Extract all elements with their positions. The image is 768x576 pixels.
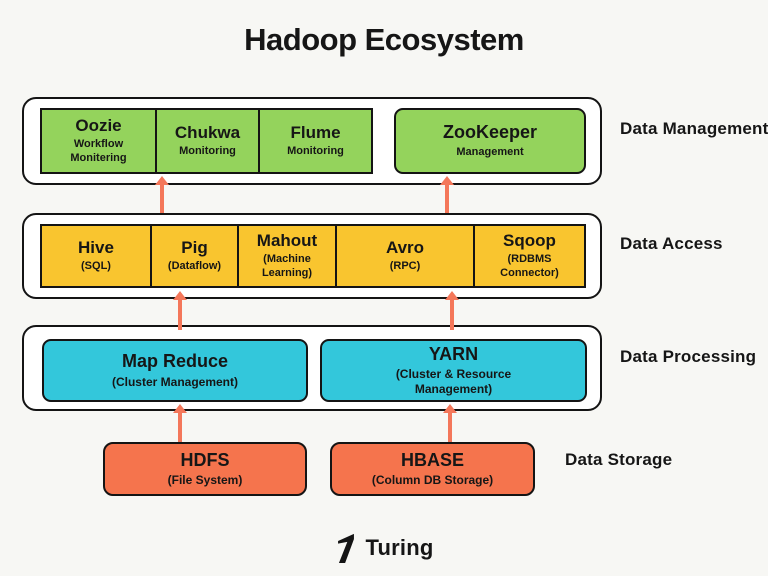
box-zookeeper-name: ZooKeeper [442,122,538,143]
box-sqoop-name: Sqoop [503,231,556,251]
arrow-processing-to-access-right-icon [445,291,459,330]
box-hbase: HBASE (Column DB Storage) [330,442,535,496]
layer-data-access: Hive (SQL) Pig (Dataflow) Mahout (Machin… [22,213,602,299]
arrow-hbase-to-yarn-icon [443,404,457,442]
arrow-processing-to-access-left-icon [173,291,187,330]
box-yarn-name: YARN [428,343,479,364]
arrow-hdfs-to-mapreduce-icon [173,404,187,442]
box-hive: Hive (SQL) [40,224,152,288]
box-mahout-name: Mahout [256,231,318,251]
box-oozie: Oozie Workflow Monitering [40,108,157,174]
box-hdfs-name: HDFS [180,449,230,470]
management-box-group: Oozie Workflow Monitering Chukwa Monitor… [40,108,373,174]
box-pig-sub: (Dataflow) [167,260,222,273]
layer-label-data-management: Data Management [620,119,768,138]
box-chukwa-sub: Monitoring [179,145,236,158]
arrow-access-to-zookeeper-icon [440,176,454,213]
box-map-reduce-name: Map Reduce [121,351,229,372]
box-hive-sub: (SQL) [81,260,111,273]
access-box-group: Hive (SQL) Pig (Dataflow) Mahout (Machin… [40,224,586,288]
box-avro-sub: (RPC) [389,260,421,273]
layer-data-processing: Map Reduce (Cluster Management) YARN (Cl… [22,325,602,411]
arrow-access-to-management-left-icon [155,176,169,213]
box-chukwa-name: Chukwa [174,122,241,142]
brand-name: Turing [365,535,434,560]
box-hive-name: Hive [78,237,114,257]
box-avro-name: Avro [385,237,425,257]
box-pig: Pig (Dataflow) [152,224,239,288]
box-hdfs: HDFS (File System) [103,442,307,496]
box-map-reduce-sub: (Cluster Management) [111,374,239,389]
box-yarn-sub: (Cluster & Resource Management) [395,367,512,397]
box-sqoop: Sqoop (RDBMS Connector) [475,224,586,288]
turing-logo-icon [335,533,357,563]
box-oozie-name: Oozie [75,116,122,136]
box-chukwa: Chukwa Monitoring [157,108,260,174]
box-flume-sub: Monitoring [287,145,344,158]
box-flume-name: Flume [290,122,341,142]
box-zookeeper: ZooKeeper Management [394,108,586,174]
footer-brand: Turing [0,528,768,568]
box-yarn: YARN (Cluster & Resource Management) [320,339,587,402]
box-oozie-sub: Workflow Monitering [70,138,127,165]
box-zookeeper-sub: Management [456,145,524,158]
layer-label-data-processing: Data Processing [620,347,757,366]
box-mahout-sub: (Machine Learning) [261,253,313,280]
layer-label-data-storage: Data Storage [565,450,673,469]
box-flume: Flume Monitoring [260,108,373,174]
layer-label-data-access: Data Access [620,234,723,253]
box-sqoop-sub: (RDBMS Connector) [500,253,559,280]
box-map-reduce: Map Reduce (Cluster Management) [42,339,308,402]
box-hbase-sub: (Column DB Storage) [371,473,494,488]
box-avro: Avro (RPC) [337,224,475,288]
layer-data-management: Oozie Workflow Monitering Chukwa Monitor… [22,97,602,185]
box-pig-name: Pig [181,237,208,257]
box-mahout: Mahout (Machine Learning) [239,224,337,288]
page-title: Hadoop Ecosystem [244,22,524,57]
box-hdfs-sub: (File System) [167,473,243,488]
box-hbase-name: HBASE [400,449,464,470]
